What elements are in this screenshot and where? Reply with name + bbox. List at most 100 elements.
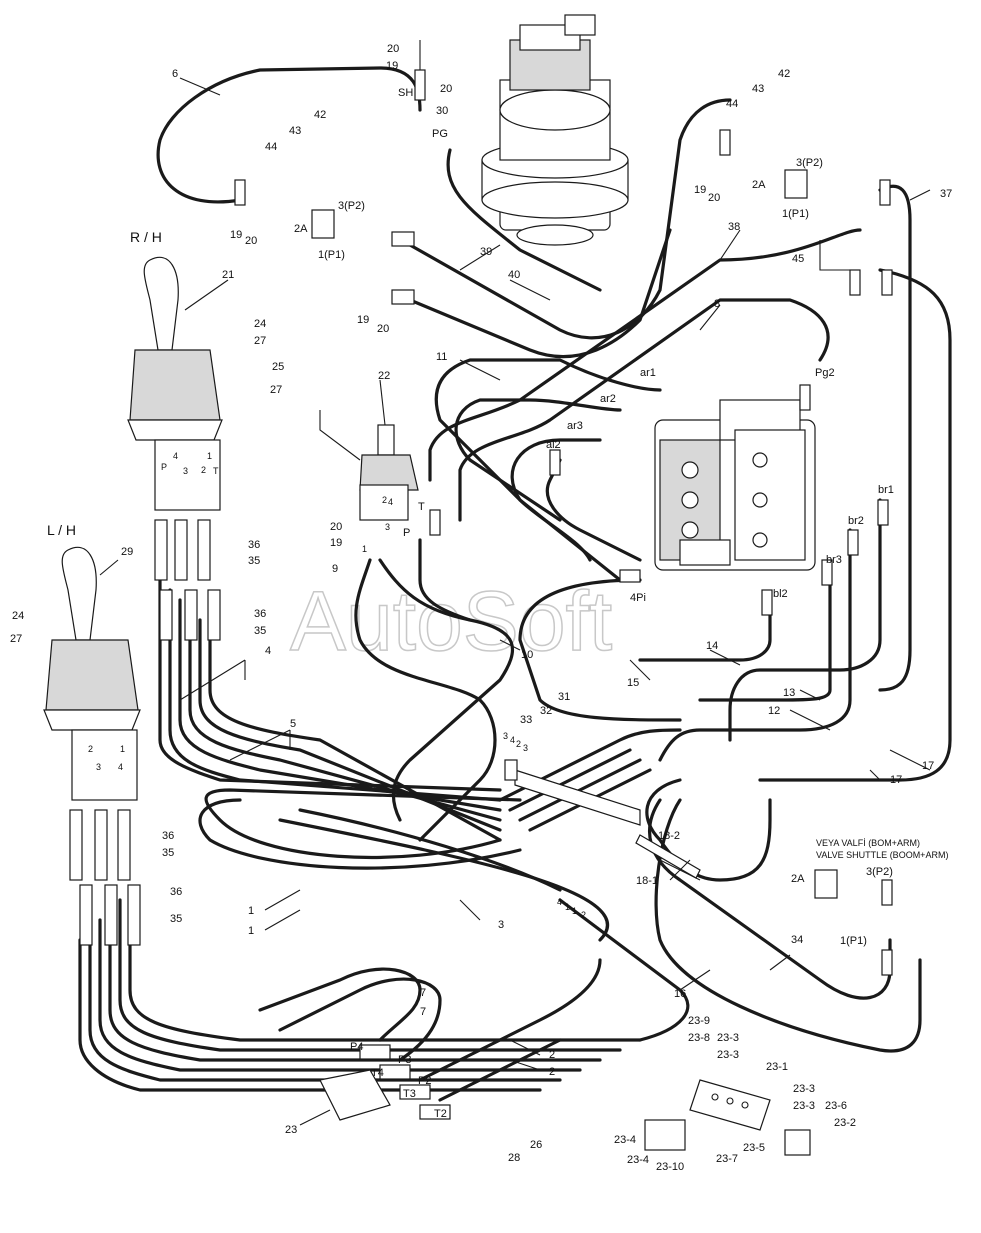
callout-number: 20 <box>708 192 720 204</box>
callout-number: 36 <box>162 830 174 842</box>
callout-number: 23-7 <box>716 1153 738 1165</box>
port-label: 1(P1) <box>318 249 345 261</box>
callout-number: 19 <box>357 314 369 326</box>
callout-number: 35 <box>162 847 174 859</box>
port-label: 1(P1) <box>782 208 809 220</box>
callout-number: 23-3 <box>793 1083 815 1095</box>
callout-number: 44 <box>726 98 738 110</box>
callout-number: 44 <box>265 141 277 153</box>
callout-number: 15 <box>627 677 639 689</box>
callout-number: 14 <box>706 640 718 652</box>
port-label: 3 <box>385 522 390 532</box>
callout-number: 40 <box>508 269 520 281</box>
port-label: P <box>161 462 167 472</box>
valve-shuttle-label-en: VALVE SHUTTLE (BOOM+ARM) <box>816 850 948 860</box>
port-label: 3(P2) <box>866 866 893 878</box>
port-label: ar1 <box>640 367 656 379</box>
left-handle-label: L / H <box>47 522 76 538</box>
callout-number: 31 <box>558 691 570 703</box>
callout-number: 3 <box>498 919 504 931</box>
callout-number: 20 <box>440 83 452 95</box>
callout-number: 27 <box>254 335 266 347</box>
port-label: 2 <box>201 465 206 475</box>
callout-number: 23-6 <box>825 1100 847 1112</box>
callout-number: 35 <box>170 913 182 925</box>
callout-number: 36 <box>254 608 266 620</box>
callout-number: 19 <box>694 184 706 196</box>
callout-number: 35 <box>248 555 260 567</box>
port-label: P <box>403 527 410 539</box>
callout-number: 36 <box>248 539 260 551</box>
port-label: 2A <box>294 223 308 235</box>
callout-number: 23-8 <box>688 1032 710 1044</box>
callout-number: 45 <box>792 253 804 265</box>
port-label: br1 <box>878 484 894 496</box>
junction-block-18 <box>504 759 701 879</box>
callout-number: 12 <box>768 705 780 717</box>
main-control-valve <box>654 399 816 571</box>
leader-lines <box>99 40 931 1126</box>
left-joystick <box>43 546 141 801</box>
callout-number: 11 <box>436 351 447 363</box>
valve-shuttle-label-tr: VEYA VALFİ (BOM+ARM) <box>816 838 920 848</box>
port-label: al2 <box>546 439 561 451</box>
fittings <box>69 69 893 976</box>
right-joystick <box>127 256 223 511</box>
port-label: 3(P2) <box>338 200 365 212</box>
callout-number: 26 <box>530 1139 542 1151</box>
watermark: AutoSoft <box>290 574 612 668</box>
callout-number: 10 <box>521 649 533 661</box>
callout-number: 17 <box>922 760 934 772</box>
port-label: 1 <box>572 906 577 916</box>
right-handle-label: R / H <box>130 229 162 245</box>
port-label: P2 <box>418 1075 431 1087</box>
callout-number: 19 <box>386 60 398 72</box>
callout-number: 13 <box>783 687 795 699</box>
callout-number: 42 <box>314 109 326 121</box>
port-label: 4Pi <box>630 592 646 604</box>
callout-number: 23-3 <box>717 1032 739 1044</box>
port-label: 2 <box>581 910 586 920</box>
port-label: 4 <box>173 451 178 461</box>
callout-number: 23-3 <box>793 1100 815 1112</box>
port-label: 3 <box>523 743 528 753</box>
callout-number: 23-9 <box>688 1015 710 1027</box>
callout-number: 17 <box>890 774 902 786</box>
callout-number: 27 <box>10 633 22 645</box>
callout-number: 4 <box>265 645 271 657</box>
hose-lines <box>78 66 952 1102</box>
callout-number: 43 <box>752 83 764 95</box>
port-label: 2A <box>791 873 805 885</box>
callout-number: 23-2 <box>834 1117 856 1129</box>
port-label: P3 <box>398 1054 411 1066</box>
port-label: 2 <box>88 744 93 754</box>
callout-number: 39 <box>480 246 492 258</box>
callout-number: 25 <box>272 361 284 373</box>
callout-number: 23-4 <box>627 1154 649 1166</box>
port-label: PG <box>432 128 448 140</box>
callout-number: 5 <box>290 718 296 730</box>
callout-number: 2 <box>549 1066 555 1078</box>
callout-number: 32 <box>540 705 552 717</box>
callout-number: 7 <box>420 1006 426 1018</box>
callout-number: 18-1 <box>636 875 658 887</box>
port-label: 1 <box>120 744 125 754</box>
callout-number: 38 <box>728 221 740 233</box>
callout-numbers: 6 20 19 20 30 42 43 44 19 20 39 40 19 20… <box>10 43 952 1173</box>
callout-number: 36 <box>170 886 182 898</box>
shuttle-valves <box>311 169 838 899</box>
swing-motor <box>481 14 629 246</box>
port-label: T3 <box>403 1088 416 1100</box>
port-label: ar3 <box>567 420 583 432</box>
port-label: 4 <box>510 735 515 745</box>
callout-number: 20 <box>245 235 257 247</box>
port-label: T2 <box>434 1108 447 1120</box>
port-label: 2 <box>516 739 521 749</box>
callout-number: 1 <box>248 905 254 917</box>
port-label: Pg2 <box>815 367 835 379</box>
port-label: 1 <box>565 902 570 912</box>
callout-number: 23-1 <box>766 1061 788 1073</box>
callout-number: 34 <box>791 934 803 946</box>
port-label: 1 <box>362 544 367 554</box>
